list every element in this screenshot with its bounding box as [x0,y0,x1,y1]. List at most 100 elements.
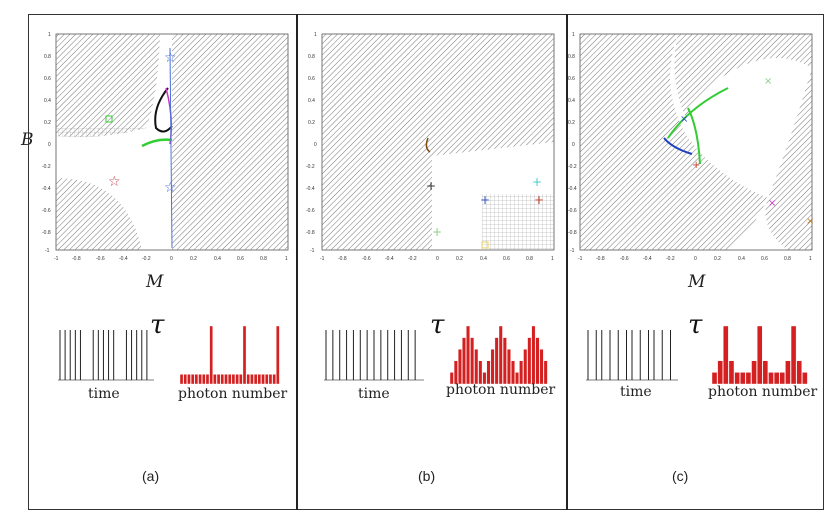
histogram-bar [264,374,269,385]
svg-text:0.4: 0.4 [568,98,575,104]
svg-text:1: 1 [809,256,812,262]
spike-train-a [58,330,154,381]
panel-label: (c) [672,468,689,484]
histogram-bar [490,349,495,385]
svg-text:-0.4: -0.4 [643,256,652,262]
star-marker: ☆ [108,174,121,190]
svg-text:-1: -1 [320,256,325,262]
trajectory [141,138,173,148]
shaded-region [482,194,554,250]
histogram-bar [539,349,544,385]
histogram-bar [179,374,184,385]
svg-text:-0.8: -0.8 [72,256,81,262]
trajectory [169,47,173,249]
time-label: time [88,386,120,402]
svg-text:0: 0 [694,256,697,262]
photon-histogram-b [449,325,548,385]
histogram-bar [474,349,479,385]
photon-number-label: photon number [446,382,556,398]
histogram-bar [257,374,262,385]
histogram-bar [728,360,735,385]
svg-text:-0.6: -0.6 [42,208,51,214]
histogram-bar [762,360,769,385]
shaded-region [674,34,812,118]
shaded-region [765,68,812,250]
panel-a: B ☆ ☆ [21,14,296,510]
svg-text:-0.2: -0.2 [666,256,675,262]
histogram-bar [506,349,511,385]
photon-histogram-c [711,325,808,385]
svg-text:0.4: 0.4 [738,256,745,262]
svg-text:-1: -1 [54,256,59,262]
panel-label: (a) [142,468,160,484]
histogram-bar [202,374,206,385]
svg-text:0.8: 0.8 [526,256,533,262]
svg-text:0: 0 [48,142,51,148]
svg-text:-0.6: -0.6 [620,256,629,262]
histogram-bar [205,374,210,385]
svg-text:+: + [480,193,490,207]
histogram-bar [802,372,808,385]
svg-text:0.2: 0.2 [568,120,575,126]
histogram-bar [527,337,532,385]
figure-frame [28,14,824,510]
histogram-bar [224,374,228,385]
svg-text:0.4: 0.4 [44,98,51,104]
svg-text:0.8: 0.8 [260,256,267,262]
histogram-bar [220,374,225,385]
shaded-region [172,34,288,250]
svg-text:0.8: 0.8 [568,54,575,60]
svg-text:0: 0 [572,142,575,148]
histogram-bar [478,360,483,385]
svg-text:0.2: 0.2 [308,120,315,126]
trajectory [425,137,431,153]
trajectory [667,87,729,139]
histogram-bar [482,372,487,385]
histogram-bar [239,374,243,385]
tau-symbol: τ [688,310,703,340]
photon-number-label: photon number [708,384,818,400]
panel-divider [296,14,298,510]
cross-markers: × + × × × [680,76,814,227]
histogram-bar [768,372,774,385]
histogram-bar [209,325,213,385]
time-label: time [620,384,652,400]
svg-text:-0.2: -0.2 [142,256,151,262]
tau-symbol: τ [430,310,445,340]
panel-divider [566,14,568,510]
svg-text:×: × [768,198,776,209]
svg-text:0.6: 0.6 [44,76,51,82]
cross-markers: + + + + + [426,175,544,239]
svg-text:0.2: 0.2 [714,256,721,262]
svg-text:-0.8: -0.8 [338,256,347,262]
histogram-bar [535,337,540,385]
svg-text:-0.4: -0.4 [306,186,315,192]
svg-text:0.6: 0.6 [308,76,315,82]
svg-text:1: 1 [285,256,288,262]
svg-text:0: 0 [314,142,317,148]
histogram-bar [194,374,199,385]
histogram-bar [272,374,276,385]
svg-text:0: 0 [170,256,173,262]
svg-text:×: × [806,216,814,227]
histogram-bar [242,325,247,385]
histogram-bar [756,325,763,385]
svg-text:-0.6: -0.6 [306,208,315,214]
histogram-bar [276,325,280,385]
svg-text:0: 0 [436,256,439,262]
svg-text:-1: -1 [570,248,575,254]
histogram-bar [183,374,188,385]
histogram-bar [523,349,528,385]
svg-text:0.6: 0.6 [761,256,768,262]
svg-text:+: + [532,175,542,189]
histogram-bar [216,374,221,385]
svg-text:0.4: 0.4 [308,98,315,104]
shaded-region [322,34,554,250]
histogram-bar [734,372,740,385]
svg-text:+: + [426,179,436,193]
square-marker [105,115,113,123]
histogram-bar [213,374,217,385]
histogram-bar [751,360,757,385]
